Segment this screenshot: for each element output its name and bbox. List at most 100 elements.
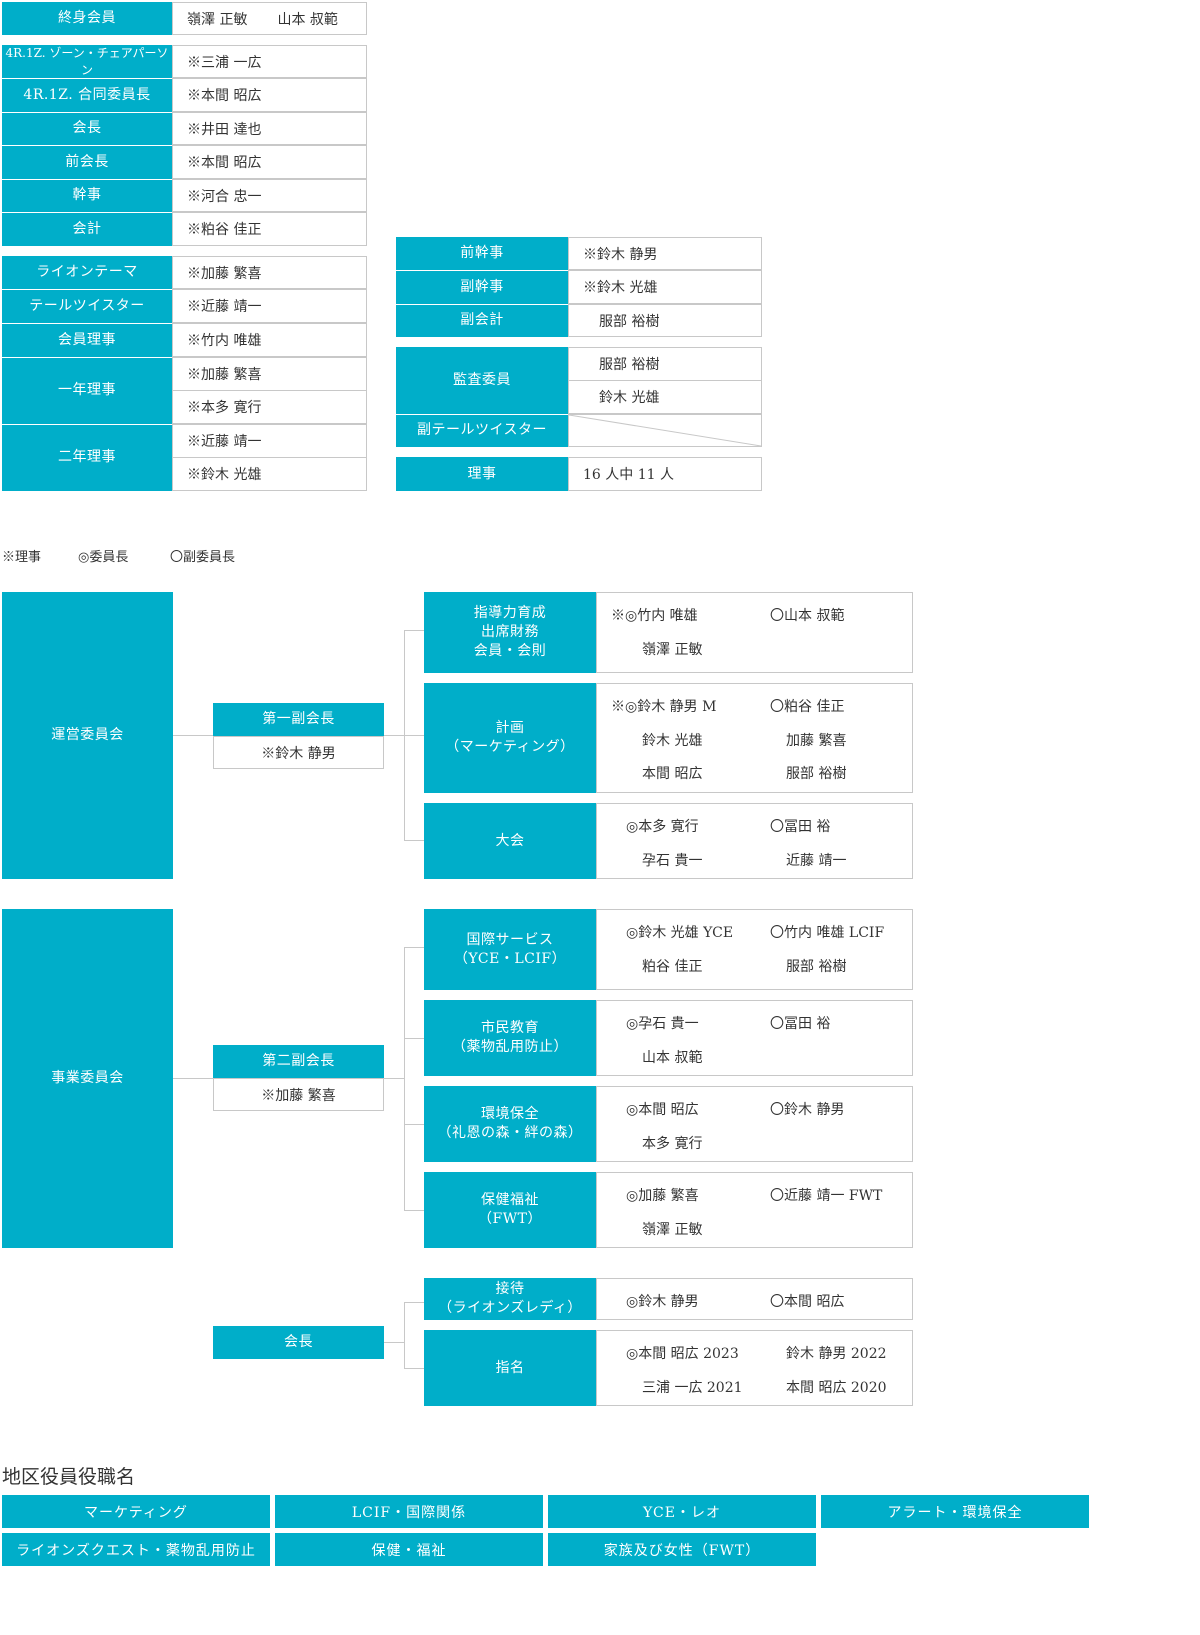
committee-international: 国際サービス （YCE・LCIF） (424, 909, 596, 990)
officer-label: 会計 (2, 212, 172, 246)
legend-chair: ◎委員長 (78, 550, 129, 565)
lifetime-member-1: 嶺澤 正敏 (187, 11, 248, 28)
member: 〇冨田 裕 (770, 1016, 831, 1032)
right-value: ※鈴木 光雄 (568, 270, 762, 304)
officer-value: ※本間 昭広 (172, 145, 367, 179)
committee-members (596, 1172, 913, 1248)
officer-value: ※本間 昭広 (172, 78, 367, 112)
member: 本多 寛行 (642, 1136, 703, 1152)
right-value: ※鈴木 静男 (568, 237, 762, 270)
committee-members (596, 1330, 913, 1406)
committee-members (596, 803, 913, 879)
unei-committee: 運営委員会 (2, 592, 173, 879)
officer-label: 4R.1Z. ゾーン・チェアパーソン (2, 45, 172, 78)
member: ◎加藤 繁喜 (626, 1188, 699, 1204)
president-box: 会長 (213, 1326, 384, 1359)
member: ◎鈴木 光雄 YCE (626, 925, 734, 941)
district-item: ライオンズクエスト・薬物乱用防止 (2, 1533, 270, 1566)
member: ※◎鈴木 静男 M (611, 699, 717, 715)
board-value: ※加藤 繁喜 (172, 256, 367, 289)
officer-value: ※三浦 一広 (172, 45, 367, 78)
member: ◎孕石 貴一 (626, 1016, 699, 1032)
committee-members (596, 909, 913, 990)
district-item: YCE・レオ (548, 1495, 816, 1528)
district-item: アラート・環境保全 (821, 1495, 1089, 1528)
committee-members (596, 1278, 913, 1320)
member: 〇近藤 靖一 FWT (770, 1188, 883, 1204)
committee-hospitality: 接待 （ライオンズレディ） (424, 1278, 596, 1320)
two-year-director-label: 二年理事 (2, 424, 172, 491)
first-vp-name: ※鈴木 静男 (213, 736, 384, 769)
right-label: 前幹事 (396, 237, 568, 270)
first-vp-label: 第一副会長 (213, 703, 384, 736)
one-year-director-value: ※本多 寛行 (172, 390, 367, 424)
legend-vice-chair: 〇副委員長 (170, 550, 236, 565)
committee-members (596, 683, 913, 793)
member: 嶺澤 正敏 (642, 1222, 703, 1238)
district-item: 家族及び女性（FWT） (548, 1533, 816, 1566)
auditor-value: 鈴木 光雄 (568, 380, 762, 414)
lifetime-member-values: 嶺澤 正敏 山本 叔範 (172, 2, 367, 35)
committee-members (596, 1086, 913, 1162)
member: ◎本間 昭広 (626, 1102, 699, 1118)
member: 〇竹内 唯雄 LCIF (770, 925, 885, 941)
member: ◎本間 昭広 2023 (626, 1346, 739, 1362)
member: 本間 昭広 2020 (786, 1380, 887, 1396)
one-year-director-value: ※加藤 繁喜 (172, 357, 367, 391)
auditor-value: 服部 裕樹 (568, 347, 762, 381)
right-label: 副会計 (396, 304, 568, 337)
officer-label: 前会長 (2, 145, 172, 179)
board-value: ※近藤 靖一 (172, 289, 367, 323)
officer-value: ※河合 忠一 (172, 179, 367, 212)
member: 服部 裕樹 (786, 959, 847, 975)
member: 服部 裕樹 (786, 766, 847, 782)
legend-director: ※理事 (2, 550, 42, 565)
district-item: マーケティング (2, 1495, 270, 1528)
second-vp-name: ※加藤 繁喜 (213, 1078, 384, 1111)
committee-civic-education: 市民教育 （薬物乱用防止） (424, 1000, 596, 1076)
officer-label: 4R.1Z. 合同委員長 (2, 78, 172, 112)
two-year-director-value: ※近藤 靖一 (172, 424, 367, 458)
member: 近藤 靖一 (786, 853, 847, 869)
one-year-director-label: 一年理事 (2, 357, 172, 424)
board-label: 会員理事 (2, 323, 172, 357)
officer-label: 幹事 (2, 179, 172, 212)
board-label: テールツイスター (2, 289, 172, 323)
right-value: 服部 裕樹 (568, 304, 762, 337)
member: 〇鈴木 静男 (770, 1102, 845, 1118)
member: 〇山本 叔範 (770, 608, 845, 624)
board-label: ライオンテーマ (2, 256, 172, 289)
officer-value: ※井田 達也 (172, 112, 367, 145)
right-label: 副幹事 (396, 270, 568, 304)
member: 〇冨田 裕 (770, 819, 831, 835)
officer-value: ※粕谷 佳正 (172, 212, 367, 246)
member: 嶺澤 正敏 (642, 642, 703, 658)
member: 粕谷 佳正 (642, 959, 703, 975)
committee-members (596, 592, 913, 673)
auditor-label: 監査委員 (396, 347, 568, 414)
committee-nomination: 指名 (424, 1330, 596, 1406)
empty-diagonal (569, 415, 761, 446)
committee-leadership: 指導力育成 出席財務 会員・会則 (424, 592, 596, 673)
committee-convention: 大会 (424, 803, 596, 879)
committee-planning: 計画 （マーケティング） (424, 683, 596, 793)
member: 〇本間 昭広 (770, 1294, 845, 1310)
district-item: LCIF・国際関係 (275, 1495, 543, 1528)
second-vp-label: 第二副会長 (213, 1045, 384, 1078)
district-title: 地区役員役職名 (2, 1466, 136, 1488)
officer-label: 会長 (2, 112, 172, 145)
district-item: 保健・福祉 (275, 1533, 543, 1566)
member: 加藤 繁喜 (786, 733, 847, 749)
member: ◎鈴木 静男 (626, 1294, 699, 1310)
member: 本間 昭広 (642, 766, 703, 782)
committee-health-welfare: 保健福祉 （FWT） (424, 1172, 596, 1248)
member: 三浦 一広 2021 (642, 1380, 743, 1396)
committee-members (596, 1000, 913, 1076)
member: 孕石 貴一 (642, 853, 703, 869)
member: 山本 叔範 (642, 1050, 703, 1066)
member: ◎本多 寛行 (626, 819, 699, 835)
board-value: ※竹内 唯雄 (172, 323, 367, 357)
vice-tail-twister-label: 副テールツイスター (396, 414, 568, 447)
member: 鈴木 静男 2022 (786, 1346, 887, 1362)
member: 〇粕谷 佳正 (770, 699, 845, 715)
